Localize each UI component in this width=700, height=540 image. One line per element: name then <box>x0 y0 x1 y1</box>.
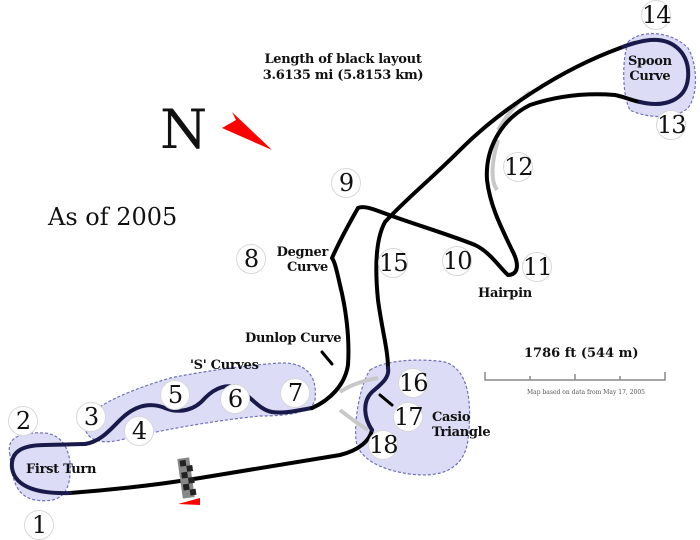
pointers <box>320 350 394 407</box>
turn-6: 6 <box>220 384 250 414</box>
turn-14: 14 <box>641 0 672 30</box>
title-line-1: Length of black layout <box>264 52 422 67</box>
turn-15: 15 <box>378 248 409 278</box>
turn-8: 8 <box>236 244 266 274</box>
turn-13: 13 <box>656 110 687 140</box>
turn-4: 4 <box>124 416 154 446</box>
layout-length-title: Length of black layout 3.6135 mi (5.8153… <box>258 52 428 84</box>
turn-2: 2 <box>8 406 38 436</box>
turn-7: 7 <box>280 378 310 408</box>
start-finish-line <box>177 457 200 505</box>
turn-9: 9 <box>331 168 361 198</box>
scale-bar <box>484 372 666 381</box>
title-line-2: 3.6135 mi (5.8153 km) <box>262 68 424 83</box>
turn-11: 11 <box>522 252 553 282</box>
spoon-curve-label: Spoon Curve <box>628 54 672 84</box>
dunlop-curve-label: Dunlop Curve <box>245 331 342 346</box>
track <box>9 37 691 496</box>
turn-10: 10 <box>442 246 473 276</box>
turn-5: 5 <box>160 380 190 410</box>
turn-12: 12 <box>503 152 534 182</box>
turn-1: 1 <box>24 510 54 540</box>
north-label: N <box>160 98 208 161</box>
start-flag-icon <box>178 498 200 505</box>
turn-17: 17 <box>393 402 424 432</box>
s-curves-label: 'S' Curves <box>190 358 259 373</box>
source-note: Map based on data from May 17, 2005 <box>527 389 645 396</box>
turn-18: 18 <box>368 430 399 460</box>
first-turn-label: First Turn <box>26 462 97 477</box>
zones <box>8 33 697 502</box>
hairpin-label: Hairpin <box>478 286 532 301</box>
degner-curve-label: Degner Curve <box>276 245 329 275</box>
scale-label: 1786 ft (544 m) <box>524 346 639 361</box>
casio-triangle-label: Casio Triangle <box>432 410 491 440</box>
turn-3: 3 <box>76 402 106 432</box>
north-arrow-icon <box>222 112 272 150</box>
as-of-label: As of 2005 <box>48 203 178 231</box>
turn-16: 16 <box>398 368 429 398</box>
